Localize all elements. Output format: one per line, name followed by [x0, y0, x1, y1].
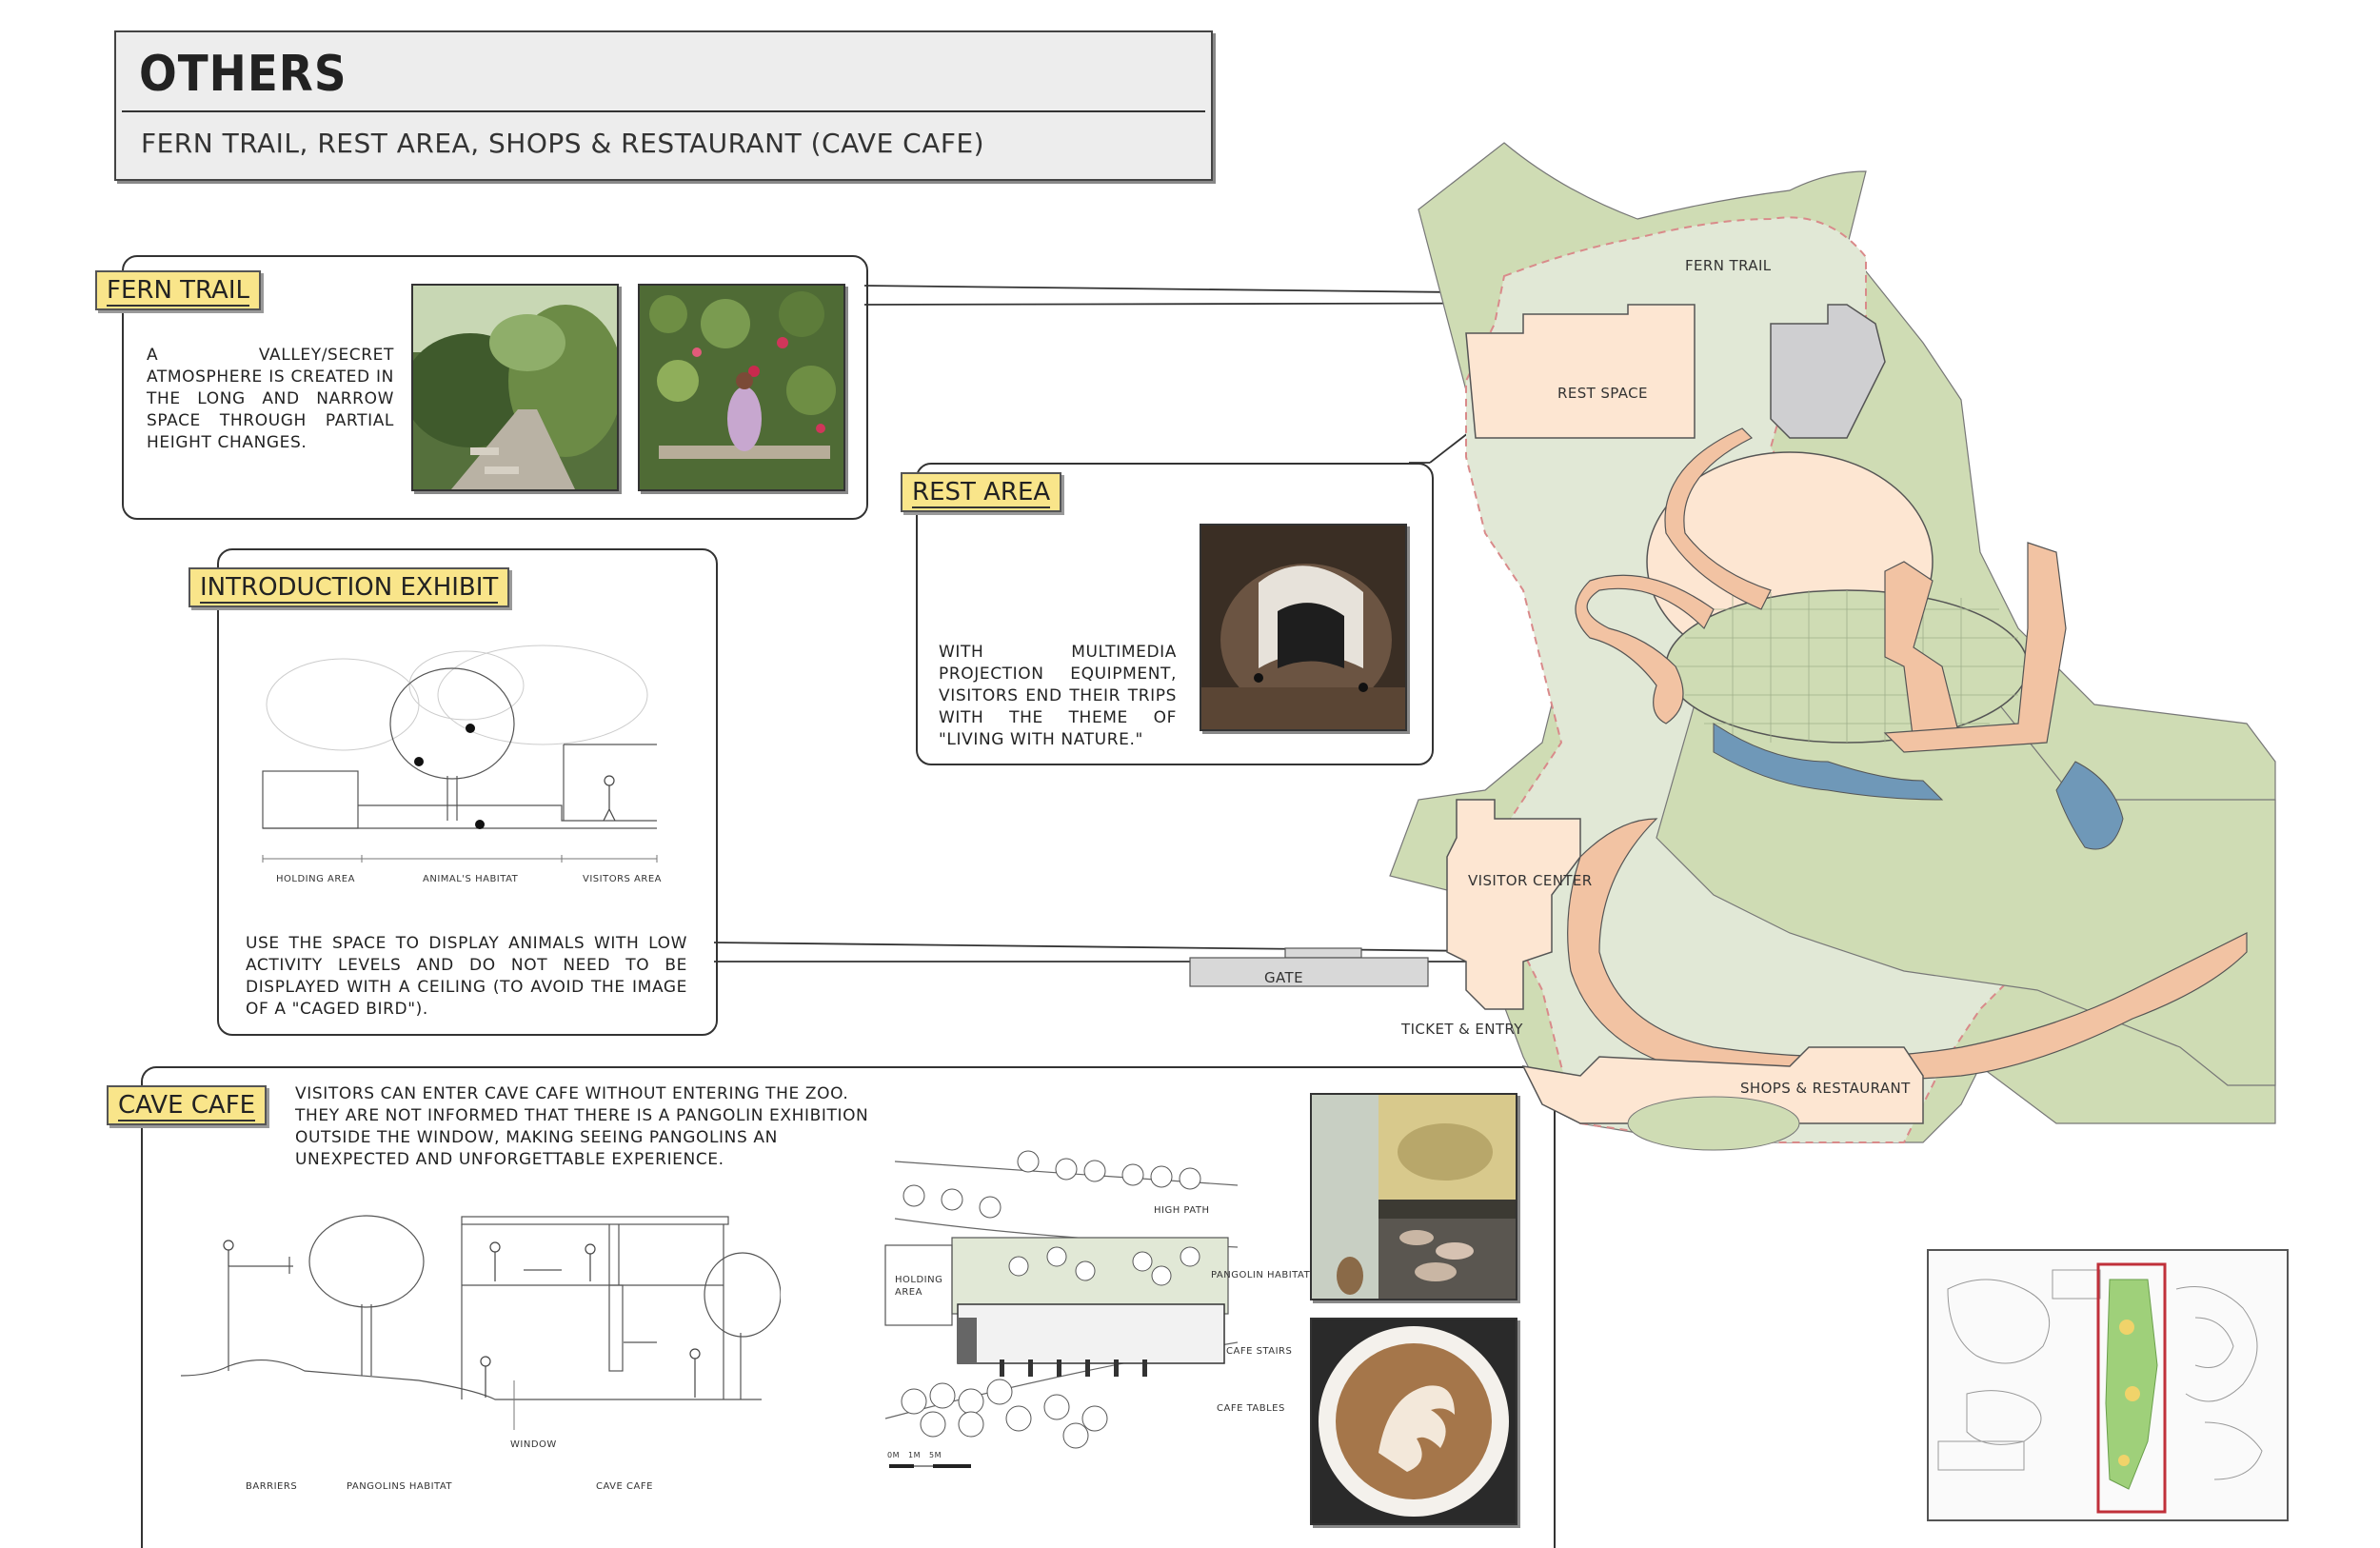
latte-photo — [1310, 1318, 1517, 1525]
map-label-shops-restaurant: SHOPS & RESTAURANT — [1740, 1080, 1911, 1097]
scale-label-1: 1M — [908, 1451, 921, 1459]
map-label-fern-trail: FERN TRAIL — [1685, 257, 1772, 274]
plan-label-tables: CAFE TABLES — [1217, 1403, 1285, 1414]
intro-label-habitat: ANIMAL'S HABITAT — [423, 874, 519, 884]
water-pond — [2055, 761, 2124, 850]
intro-exhibit-panel — [217, 548, 718, 1036]
fern-trail-tag: FERN TRAIL — [95, 270, 261, 310]
fern-trail-photo-path — [411, 284, 619, 491]
header-divider — [122, 110, 1205, 112]
cafe-interior-photo-art — [1312, 1095, 1516, 1299]
fern-trail-text: A VALLEY/SECRET ATMOSPHERE IS CREATED IN… — [147, 346, 394, 452]
latte-photo-art — [1312, 1320, 1516, 1523]
multimedia-room-photo-art — [1201, 526, 1405, 729]
plan-label-high-path: HIGH PATH — [1154, 1205, 1210, 1216]
rest-area-tag-label: REST AREA — [912, 478, 1051, 508]
rest-space-building — [1465, 304, 1696, 439]
cafe-window-label: WINDOW — [510, 1439, 557, 1450]
plan-label-holding: HOLDING AREA — [895, 1275, 943, 1298]
salmon-path-loop — [1575, 574, 1715, 724]
key-plan — [1927, 1249, 2289, 1521]
key-plan-art — [1937, 1262, 2263, 1514]
header-box: OTHERS FERN TRAIL, REST AREA, SHOPS & RE… — [114, 30, 1213, 181]
salmon-path-upper — [1664, 427, 1772, 610]
cafe-label-barriers: BARRIERS — [246, 1481, 298, 1492]
cafe-label-cafe: CAVE CAFE — [596, 1481, 653, 1492]
fern-trail-photo-wall — [638, 284, 845, 491]
gate-structure — [1189, 947, 1429, 987]
map-label-visitor-center: VISITOR CENTER — [1468, 872, 1593, 889]
rest-area-photo — [1200, 524, 1407, 731]
salmon-path-east — [1884, 561, 1962, 744]
cave-cafe-text: VISITORS CAN ENTER CAVE CAFE WITHOUT ENT… — [295, 1084, 869, 1169]
site-plan-map — [1389, 142, 2276, 1151]
living-wall-photo-art — [640, 286, 843, 489]
salmon-path-arm — [1883, 542, 2067, 753]
scale-label-5: 5M — [929, 1451, 942, 1459]
scale-label-0: 0M — [887, 1451, 900, 1459]
intro-exhibit-tag-label: INTRODUCTION EXHIBIT — [200, 573, 499, 604]
intro-exhibit-text: USE THE SPACE TO DISPLAY ANIMALS WITH LO… — [246, 934, 687, 1019]
gray-building — [1770, 304, 1886, 439]
gate-label: GATE — [1264, 969, 1303, 986]
fern-trail-photo-art — [413, 286, 617, 489]
shops-green-lawn — [1627, 1096, 1800, 1151]
page-subtitle: FERN TRAIL, REST AREA, SHOPS & RESTAURAN… — [141, 128, 985, 159]
intro-label-holding: HOLDING AREA — [276, 874, 355, 884]
visitor-center-building — [1446, 799, 1581, 1010]
cafe-label-habitat: PANGOLINS HABITAT — [347, 1481, 453, 1492]
cave-cafe-tag-label: CAVE CAFE — [118, 1091, 256, 1121]
rest-area-tag: REST AREA — [901, 472, 1062, 512]
cafe-interior-photo — [1310, 1093, 1517, 1300]
water-stream — [1713, 723, 1944, 801]
cave-cafe-plan-drawing — [884, 1150, 1238, 1468]
plan-label-stairs: CAFE STAIRS — [1226, 1346, 1293, 1357]
fern-trail-tag-label: FERN TRAIL — [107, 276, 249, 307]
cave-cafe-section-drawing — [180, 1215, 781, 1430]
map-label-rest-space: REST SPACE — [1557, 385, 1648, 402]
map-label-ticket-entry: TICKET & ENTRY — [1401, 1021, 1523, 1038]
intro-exhibit-section-drawing — [262, 645, 658, 863]
shops-restaurant-building — [1521, 1046, 1924, 1124]
plan-label-pangolin: PANGOLIN HABITAT — [1211, 1270, 1311, 1280]
page-title: OTHERS — [139, 46, 347, 103]
intro-label-visitors: VISITORS AREA — [583, 874, 662, 884]
cave-cafe-tag: CAVE CAFE — [107, 1085, 268, 1125]
intro-exhibit-tag: INTRODUCTION EXHIBIT — [188, 567, 510, 607]
rest-area-text: WITH MULTIMEDIA PROJECTION EQUIPMENT, VI… — [939, 643, 1177, 749]
